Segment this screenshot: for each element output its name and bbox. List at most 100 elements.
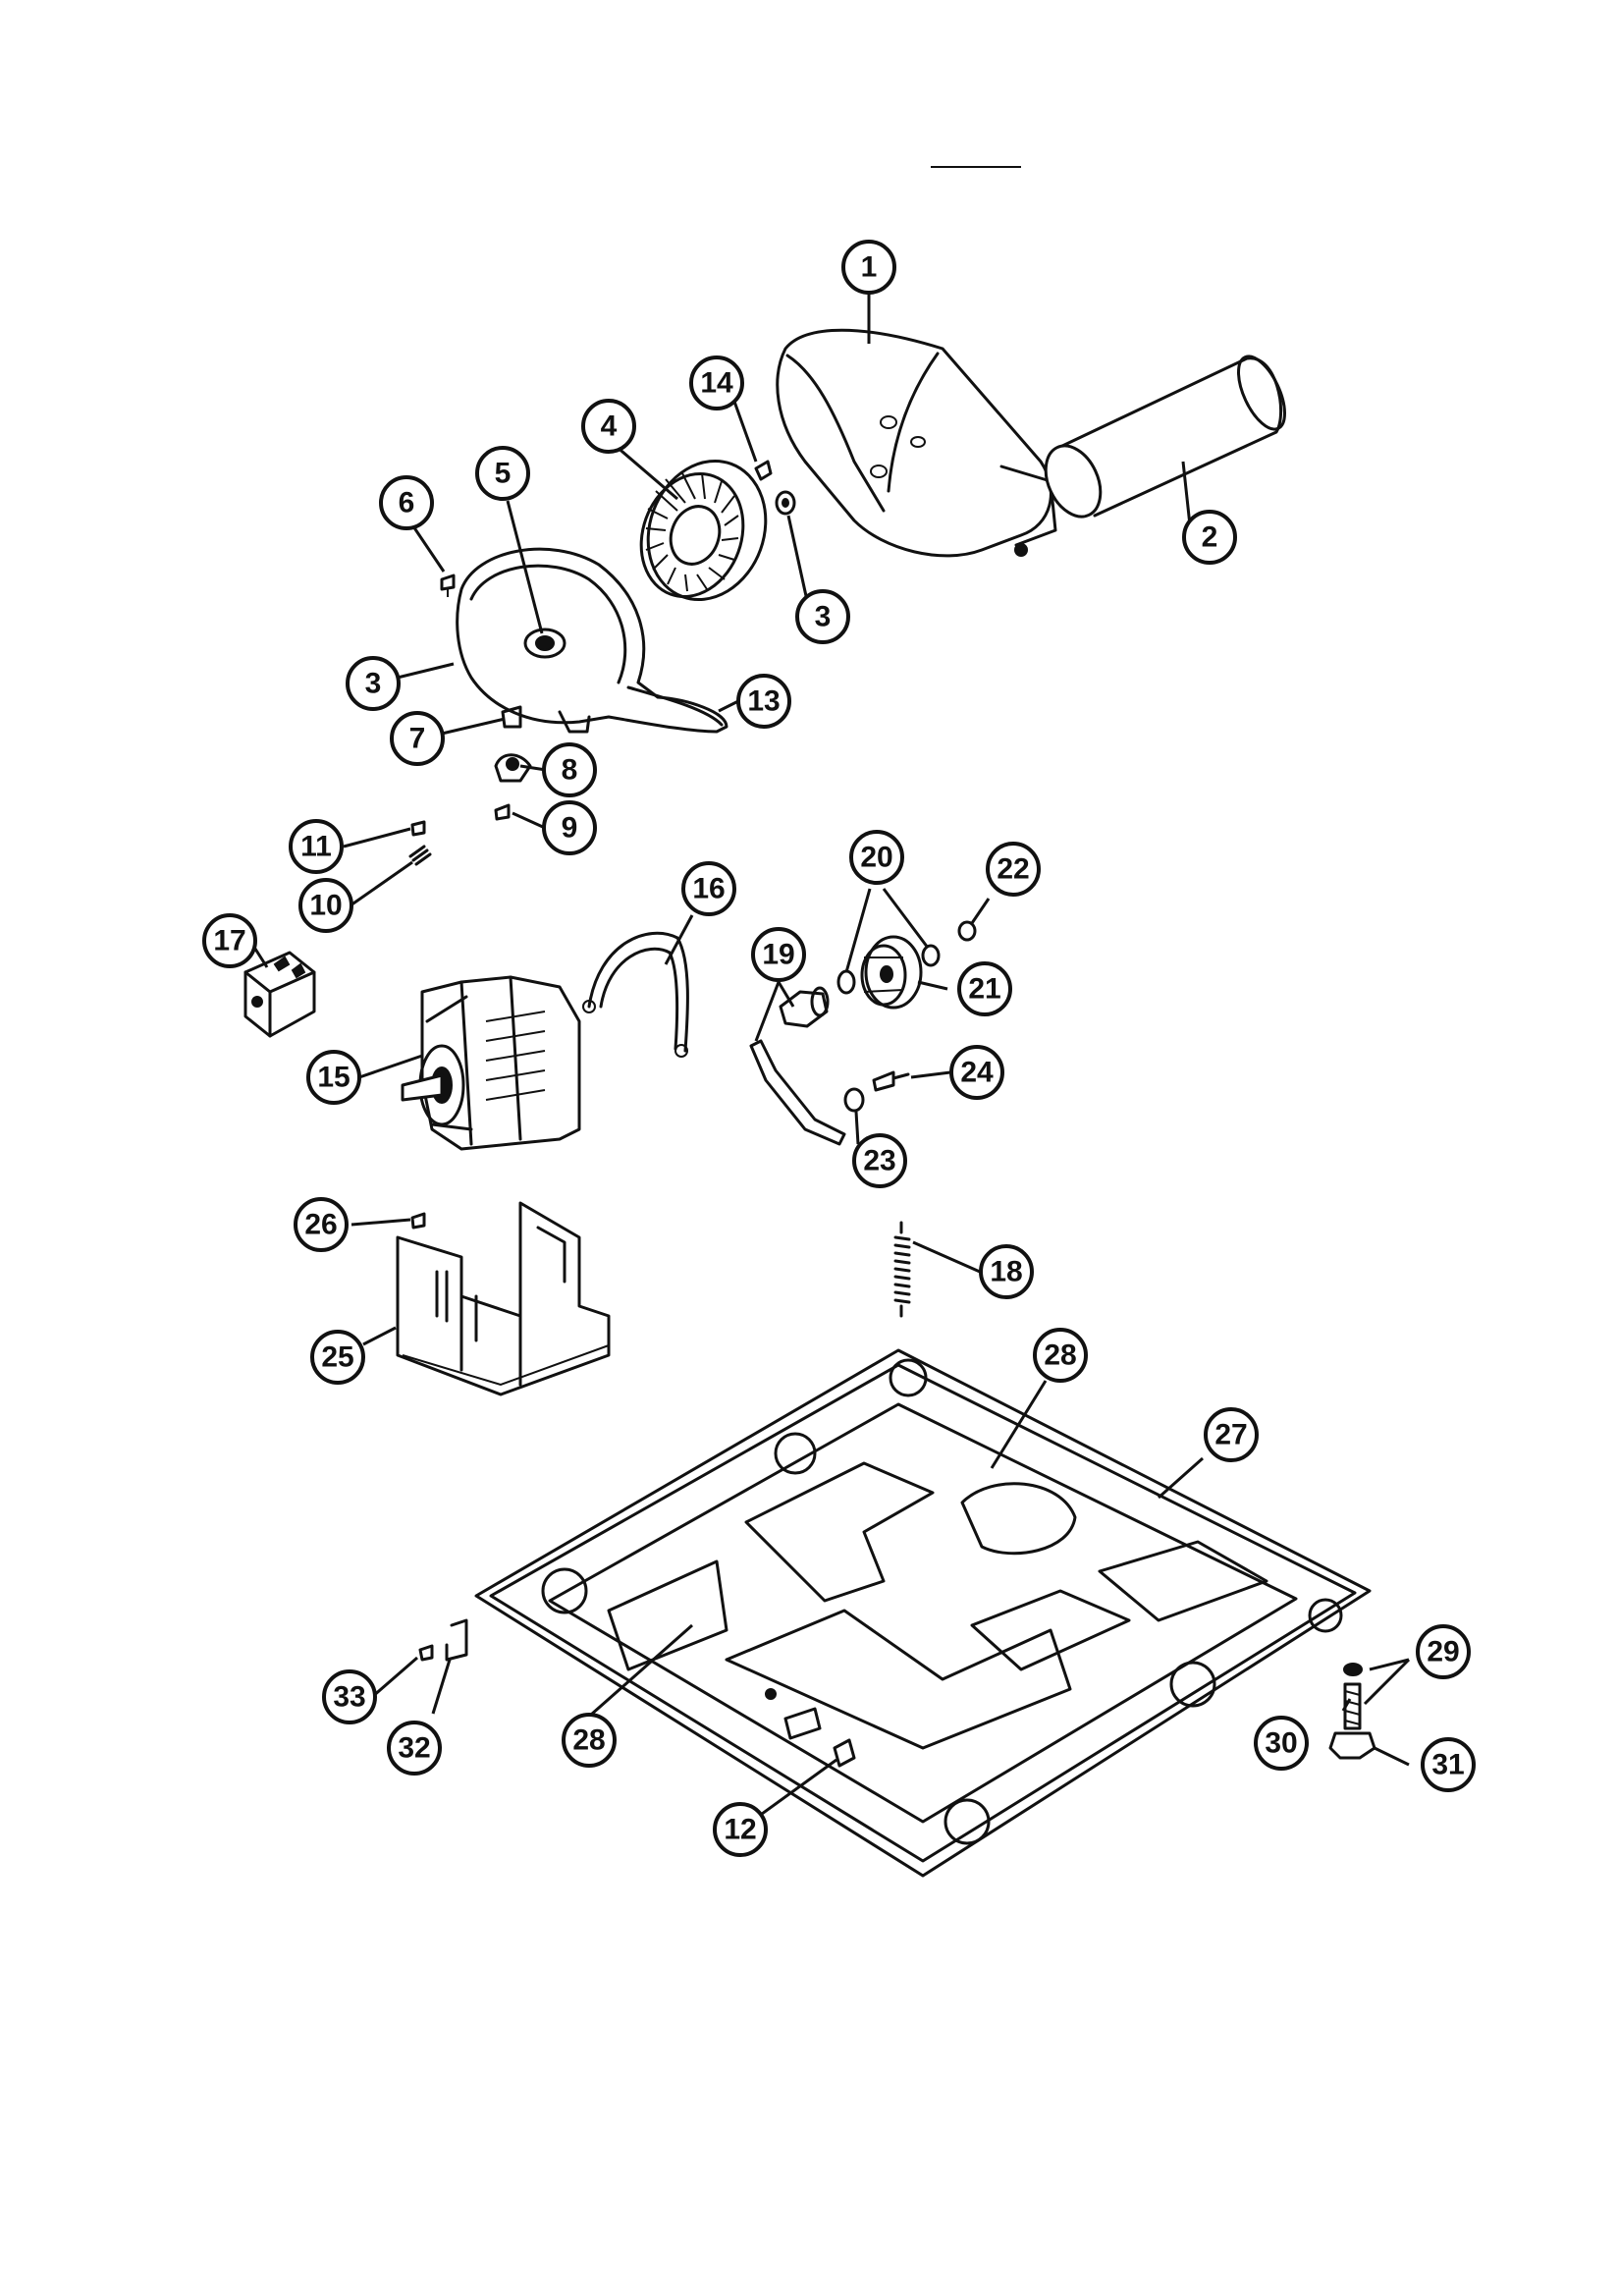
- callout-28-top: 28: [1033, 1328, 1088, 1383]
- svg-text:16: 16: [692, 873, 725, 905]
- terminal-block: [243, 951, 316, 1038]
- svg-text:19: 19: [762, 939, 794, 971]
- callout-18: 18: [979, 1244, 1034, 1299]
- svg-text:30: 30: [1265, 1727, 1297, 1760]
- idler-arm: [749, 986, 846, 1146]
- svg-text:20: 20: [860, 842, 892, 874]
- svg-text:8: 8: [562, 754, 578, 787]
- callout-12: 12: [713, 1802, 768, 1857]
- svg-text:26: 26: [304, 1209, 337, 1241]
- callout-29: 29: [1416, 1624, 1471, 1679]
- callout-7: 7: [390, 711, 445, 766]
- callout-30: 30: [1254, 1716, 1309, 1771]
- dryer-base: [474, 1348, 1372, 1878]
- exhaust-duct: [1044, 355, 1286, 519]
- callout-33: 33: [322, 1669, 377, 1724]
- callout-10: 10: [298, 878, 353, 933]
- leader-lines: [251, 287, 1411, 1831]
- callout-17: 17: [202, 913, 257, 968]
- callout-2: 2: [1182, 510, 1237, 565]
- svg-text:17: 17: [213, 925, 245, 957]
- svg-text:24: 24: [960, 1057, 994, 1089]
- callout-9: 9: [542, 800, 597, 855]
- svg-text:3: 3: [365, 668, 382, 700]
- tension-spring: [893, 1221, 911, 1318]
- bracket-32: [445, 1618, 468, 1662]
- callout-13: 13: [736, 674, 791, 729]
- screw-7: [501, 705, 522, 729]
- callout-3-rear: 3: [795, 589, 850, 644]
- svg-text:29: 29: [1427, 1636, 1459, 1668]
- svg-text:2: 2: [1202, 521, 1218, 554]
- svg-text:32: 32: [398, 1732, 430, 1765]
- screw-24: [872, 1070, 910, 1092]
- callout-4: 4: [581, 399, 636, 454]
- leveling-leg: [1328, 1663, 1376, 1760]
- washer-23: [843, 1087, 865, 1113]
- callout-26: 26: [294, 1197, 349, 1252]
- svg-text:7: 7: [409, 723, 426, 755]
- callout-22: 22: [986, 842, 1041, 897]
- callout-20: 20: [849, 830, 904, 885]
- screw-11: [410, 820, 426, 837]
- svg-text:27: 27: [1214, 1419, 1247, 1451]
- bracket-12: [833, 1738, 856, 1768]
- callout-27: 27: [1204, 1407, 1259, 1462]
- callout-31: 31: [1421, 1737, 1476, 1792]
- blower-cover: [456, 547, 728, 734]
- svg-text:28: 28: [572, 1724, 605, 1757]
- svg-text:23: 23: [863, 1145, 895, 1177]
- washer-20a: [836, 969, 856, 995]
- callout-32: 32: [387, 1721, 442, 1776]
- callout-28-left: 28: [562, 1713, 617, 1768]
- callout-5: 5: [475, 446, 530, 501]
- callout-1: 1: [841, 240, 896, 295]
- callout-8: 8: [542, 742, 597, 797]
- washer-20b: [921, 944, 941, 967]
- svg-text:18: 18: [990, 1256, 1022, 1288]
- svg-text:14: 14: [700, 367, 733, 400]
- svg-text:31: 31: [1431, 1749, 1464, 1781]
- blower-housing: [776, 328, 1057, 558]
- callout-14: 14: [689, 355, 744, 410]
- svg-text:13: 13: [747, 685, 780, 718]
- screw-33: [418, 1644, 434, 1662]
- svg-text:25: 25: [321, 1341, 353, 1374]
- screw-26: [410, 1212, 426, 1230]
- drive-motor: [401, 975, 581, 1151]
- callout-21: 21: [957, 961, 1012, 1016]
- screw-14: [754, 460, 773, 481]
- svg-text:10: 10: [309, 890, 342, 922]
- svg-text:3: 3: [815, 601, 832, 633]
- washer-22: [957, 920, 977, 942]
- part-8: [494, 753, 532, 783]
- svg-text:15: 15: [317, 1062, 350, 1094]
- screw-6: [440, 574, 456, 597]
- callout-3-front: 3: [346, 656, 401, 711]
- callout-19: 19: [751, 927, 806, 982]
- svg-text:5: 5: [495, 458, 512, 490]
- motor-strap: [582, 931, 689, 1058]
- svg-text:21: 21: [968, 973, 1000, 1006]
- svg-text:11: 11: [300, 831, 332, 863]
- blower-wheel: [639, 459, 768, 602]
- svg-text:6: 6: [399, 487, 415, 519]
- spring-10: [408, 845, 432, 866]
- svg-text:9: 9: [562, 812, 578, 845]
- callout-23: 23: [852, 1133, 907, 1188]
- washer-3-rear: [775, 490, 796, 516]
- svg-text:12: 12: [724, 1814, 756, 1846]
- svg-text:4: 4: [601, 410, 618, 443]
- callout-25: 25: [310, 1330, 365, 1385]
- idler-pulley: [860, 935, 923, 1010]
- callout-16: 16: [681, 861, 736, 916]
- callout-6: 6: [379, 475, 434, 530]
- motor-mount: [396, 1201, 611, 1396]
- svg-text:22: 22: [997, 853, 1029, 886]
- screw-9: [494, 803, 511, 821]
- callout-24: 24: [949, 1045, 1004, 1100]
- svg-text:33: 33: [333, 1681, 365, 1714]
- callout-11: 11: [289, 819, 344, 874]
- svg-text:28: 28: [1044, 1339, 1076, 1372]
